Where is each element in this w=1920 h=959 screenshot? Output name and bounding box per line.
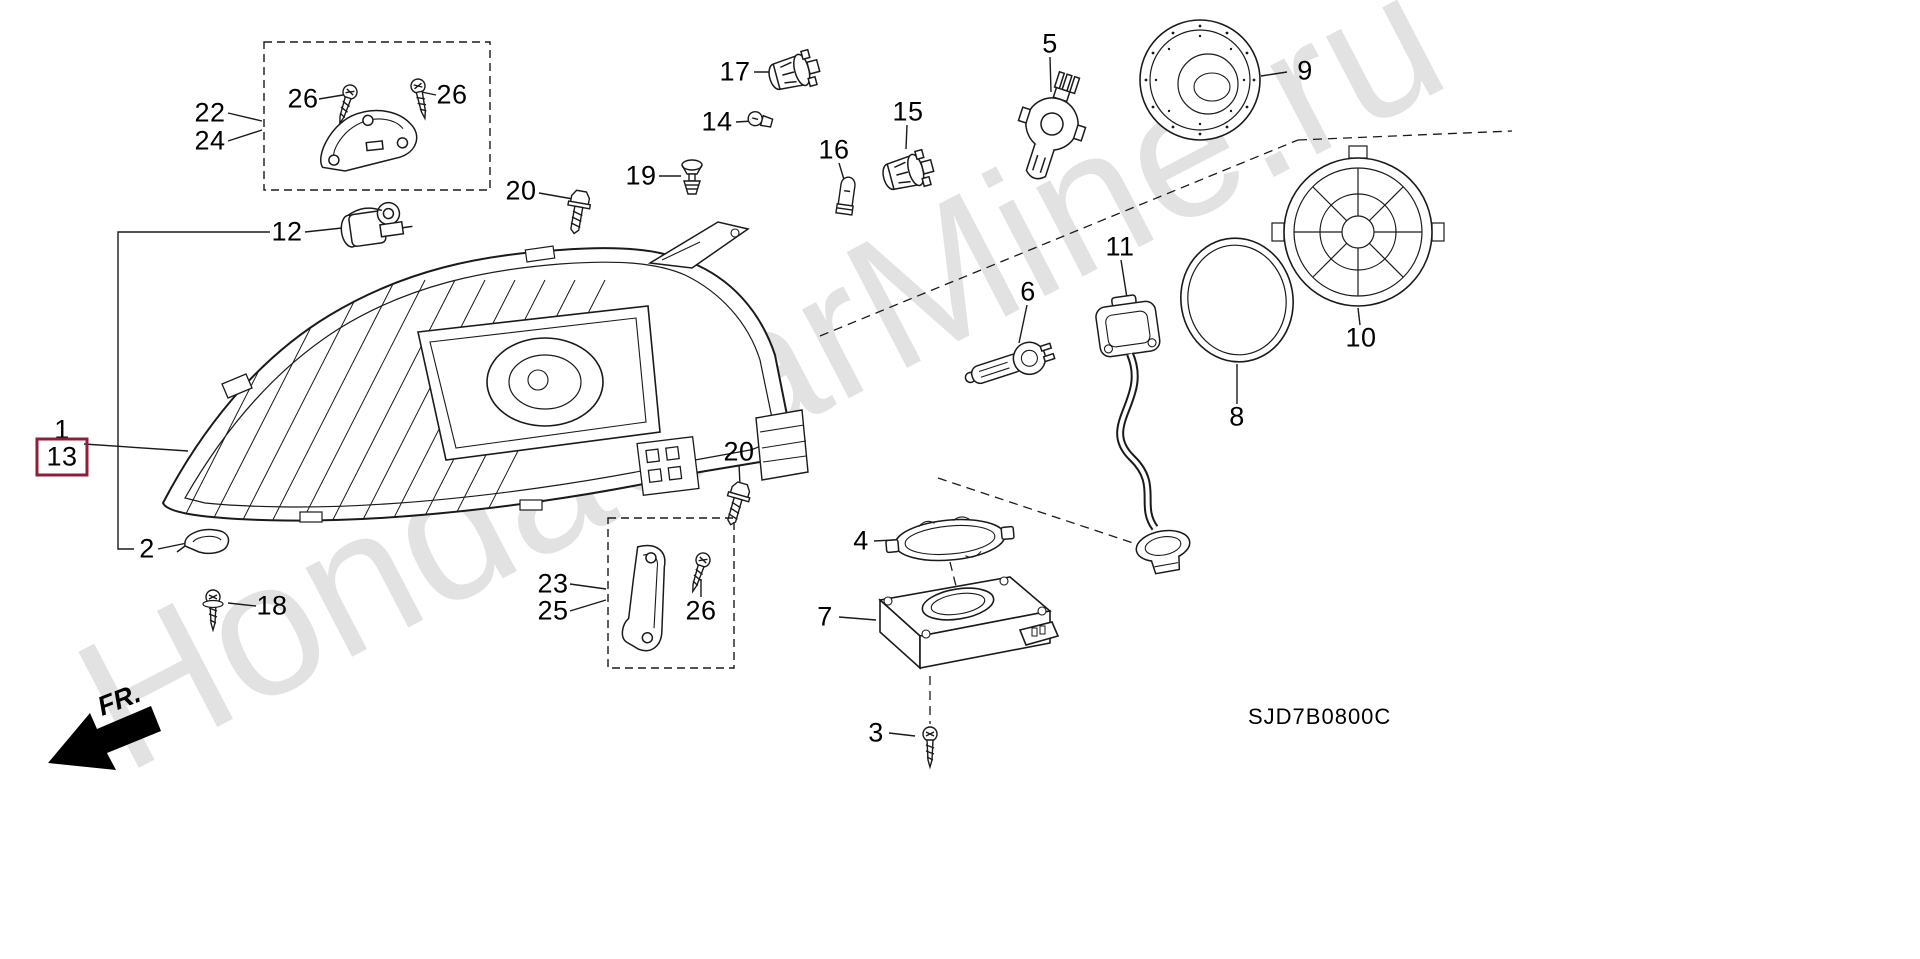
callout-22[interactable]: 22 [194,97,226,128]
part-6-hid-bulb[interactable] [961,336,1057,395]
callout-4[interactable]: 4 [853,525,869,556]
callout-24[interactable]: 24 [194,125,226,156]
part-3-screw[interactable] [922,726,938,768]
callout-25[interactable]: 25 [537,595,569,626]
callout-1[interactable]: 1 [54,414,70,445]
callout-7[interactable]: 7 [817,601,833,632]
callout-26-a[interactable]: 26 [287,83,319,114]
callout-26-c[interactable]: 26 [685,595,717,626]
part-19-clip[interactable] [681,159,703,195]
part-5-halogen-bulb[interactable] [1003,64,1099,188]
callout-12[interactable]: 12 [271,216,303,247]
diagram-code: SJD7B0800C [1248,704,1392,729]
part-17-socket[interactable] [764,47,824,97]
callout-8[interactable]: 8 [1229,401,1245,432]
part-10-back-cover[interactable] [1271,145,1445,307]
callout-18[interactable]: 18 [256,590,288,621]
part-7-ballast-unit[interactable] [878,576,1060,670]
callout-3[interactable]: 3 [868,717,884,748]
callout-17[interactable]: 17 [719,56,751,87]
callout-13-highlighted[interactable]: 13 [35,437,89,477]
part-22-24-bracket-kit[interactable] [263,41,491,191]
part-23-25-bracket-kit[interactable] [607,517,735,669]
part-26-screw-b[interactable] [408,76,433,121]
leader-lines [83,56,1361,737]
part-11-igniter-cable[interactable] [1094,292,1195,576]
assembly-boundary-lines [819,130,1513,724]
part-9-rubber-cap[interactable] [1139,19,1261,141]
callout-11[interactable]: 11 [1105,231,1135,262]
part-12-leveling-adjuster[interactable] [338,200,414,249]
callout-20-a[interactable]: 20 [505,175,537,206]
callout-20-b[interactable]: 20 [723,436,755,467]
callout-16[interactable]: 16 [818,134,850,165]
part-8-o-ring[interactable] [1171,229,1303,371]
part-18-screw[interactable] [202,589,224,631]
part-20-bolt-a[interactable] [562,188,594,237]
callout-5[interactable]: 5 [1042,28,1058,59]
callout-26-b[interactable]: 26 [436,79,468,110]
callout-2[interactable]: 2 [139,533,155,564]
part-14-bulb[interactable] [747,110,774,130]
part-4-retaining-ring[interactable] [884,513,1015,566]
callout-9[interactable]: 9 [1297,55,1313,86]
callout-23[interactable]: 23 [537,568,569,599]
callout-14[interactable]: 14 [701,106,733,137]
callout-19[interactable]: 19 [625,160,657,191]
part-16-wedge-bulb[interactable] [835,176,857,216]
part-2-clip[interactable] [176,528,230,555]
callout-10[interactable]: 10 [1345,322,1377,353]
callout-15[interactable]: 15 [892,96,924,127]
callout-6[interactable]: 6 [1020,276,1036,307]
part-26-screw-c[interactable] [685,550,713,595]
